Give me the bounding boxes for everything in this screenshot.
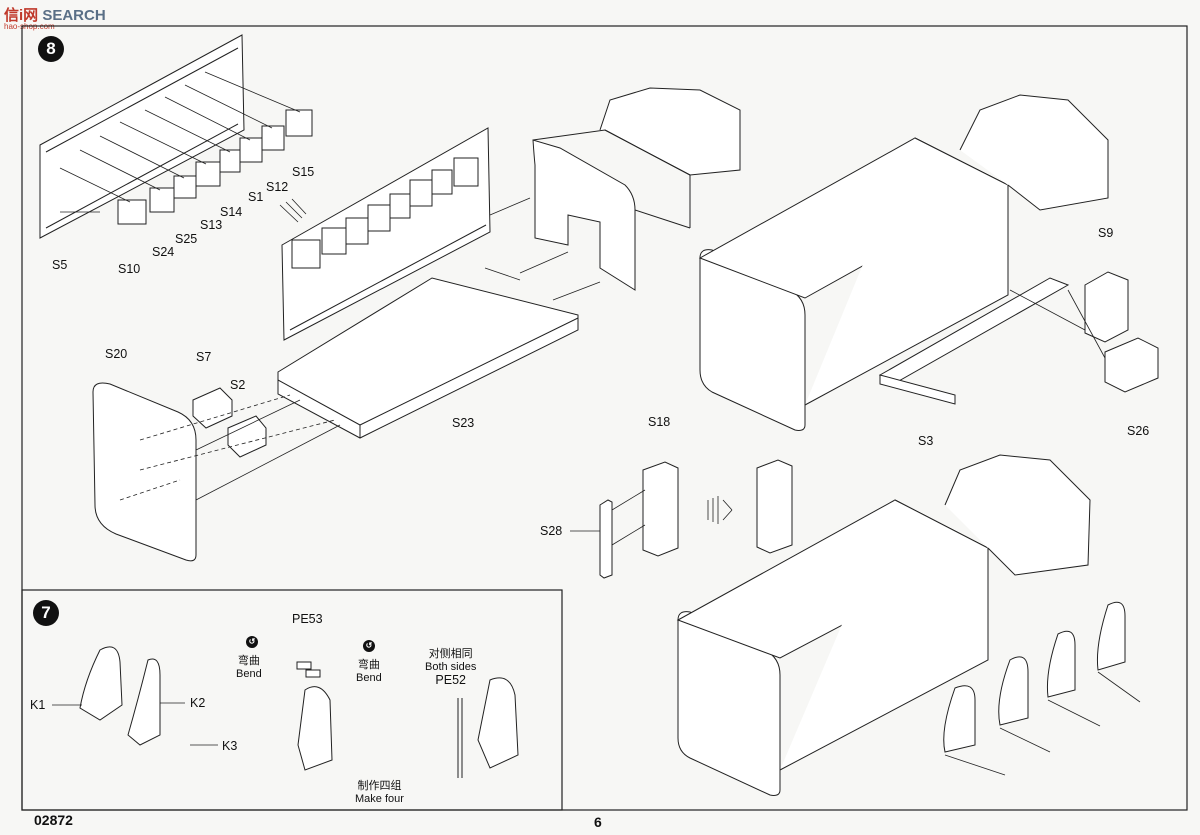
part-s26: [1104, 337, 1159, 393]
label-s15: S15: [292, 165, 315, 179]
label-s5: S5: [52, 258, 68, 272]
watermark-logo: 信i网 SEARCH: [4, 4, 106, 25]
seat-guide-lines: [944, 671, 1141, 776]
cockpit-section-top: [532, 87, 741, 291]
page-frame: [21, 25, 1188, 811]
bend-icon-left: ↺: [246, 636, 258, 648]
label-s12: S12: [266, 180, 289, 194]
label-s28: S28: [540, 524, 563, 538]
leader-lines: [52, 211, 600, 746]
label-pe53: PE53: [292, 612, 323, 626]
panel-s5: [39, 34, 245, 239]
part-s3: [878, 277, 1070, 405]
make-en: Make four: [355, 793, 404, 805]
assembled-section-upper: [698, 94, 1109, 431]
both-cn: 对侧相同: [428, 648, 473, 660]
both-en: Both sides: [425, 661, 477, 673]
s20-guide-lines: [195, 399, 341, 501]
label-k1: K1: [30, 698, 46, 712]
watermark-brand: SEARCH: [42, 7, 106, 24]
label-k3: K3: [222, 739, 238, 753]
bend-cn-right: 弯曲: [357, 659, 380, 671]
s18-arrows: [611, 489, 646, 546]
both-sides-note: 对侧相同 Both sides PE52: [425, 648, 476, 687]
bend-cn-left: 弯曲: [237, 655, 260, 667]
bend-en-left: Bend: [236, 668, 262, 680]
seat-group-lower: [943, 601, 1126, 753]
step-8-badge: 8: [38, 36, 64, 62]
kit-code: 02872: [34, 812, 73, 828]
label-s1: S1: [248, 190, 264, 204]
make-four-note: 制作四组 Make four: [355, 780, 404, 806]
avionics-boxes: [117, 109, 313, 225]
hatch-arrow: [707, 496, 733, 524]
insertion-arrows-upper: [484, 197, 601, 301]
label-pe52: PE52: [435, 673, 466, 687]
bend-note-left: 弯曲 Bend: [236, 655, 262, 681]
label-s24: S24: [152, 245, 175, 259]
label-s26: S26: [1127, 424, 1150, 438]
bend-en-right: Bend: [356, 672, 382, 684]
seat-pe-parts: [296, 661, 463, 778]
label-s18: S18: [648, 415, 671, 429]
step-7-badge: 7: [33, 600, 59, 626]
floor-s23: [277, 277, 579, 439]
bulkhead-s20: [92, 382, 197, 562]
label-s23: S23: [452, 416, 475, 430]
frames-s7-s2: [192, 387, 267, 458]
page-number: 6: [594, 814, 602, 830]
assembled-section-lower: [676, 454, 1091, 796]
label-s20: S20: [105, 347, 128, 361]
part-s9: [1084, 271, 1129, 343]
step7-box: [21, 589, 563, 811]
avionics-leader-lines: [59, 71, 301, 203]
label-s13: S13: [200, 218, 223, 232]
bend-note-right: 弯曲 Bend: [356, 659, 382, 685]
label-s7: S7: [196, 350, 212, 364]
s20-dashed-lines: [119, 394, 336, 501]
rack-boxes: [291, 157, 479, 269]
assembled-guide-lines: [1009, 289, 1106, 359]
label-s2: S2: [230, 378, 246, 392]
seats-step7: [79, 646, 519, 771]
label-k2: K2: [190, 696, 206, 710]
parts-s18-s28: [599, 459, 793, 579]
label-s10: S10: [118, 262, 141, 276]
label-s14: S14: [220, 205, 243, 219]
hatch-arrow-upper: [279, 198, 307, 223]
make-cn: 制作四组: [357, 780, 402, 792]
watermark-brand-cn: 信i网: [4, 7, 39, 24]
bend-icon-right: ↺: [363, 640, 375, 652]
label-s3: S3: [918, 434, 934, 448]
label-s9: S9: [1098, 226, 1114, 240]
label-s25: S25: [175, 232, 198, 246]
